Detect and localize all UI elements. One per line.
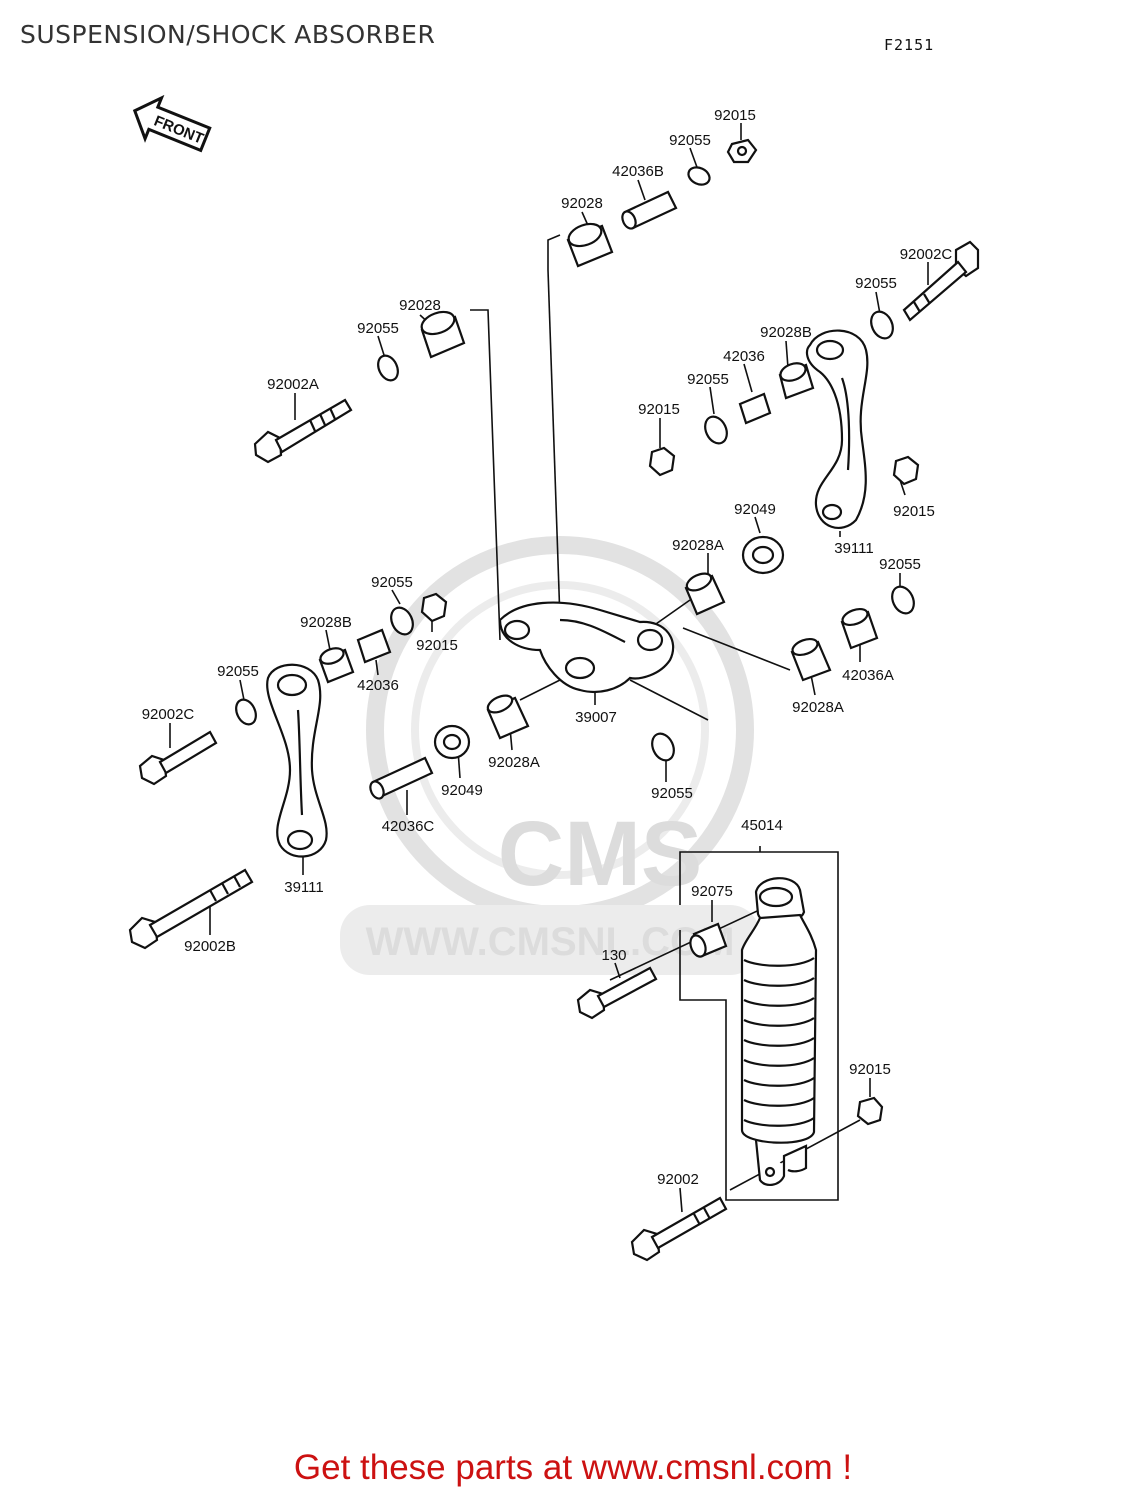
link-39111-left xyxy=(266,663,328,858)
bolt-92002 xyxy=(630,1196,728,1262)
part-label: 92015 xyxy=(849,1061,891,1078)
part-label: 92055 xyxy=(669,132,711,149)
part-label: 92028A xyxy=(792,699,844,716)
link-39111-right xyxy=(805,329,869,529)
part-label: 92002 xyxy=(657,1171,699,1188)
part-label: 92015 xyxy=(714,107,756,124)
part-label: 92002B xyxy=(184,938,236,955)
part-label: 39007 xyxy=(575,709,617,726)
watermark-url: WWW.CMSNL.COM xyxy=(366,920,735,964)
page-title: SUSPENSION/SHOCK ABSORBER xyxy=(20,20,436,49)
part-label: 92055 xyxy=(879,556,921,573)
part-label: 92015 xyxy=(638,401,680,418)
nut-92015-left-mid xyxy=(420,592,448,623)
part-label: 45014 xyxy=(741,817,783,834)
bolt-92002C-right xyxy=(902,240,980,322)
bolt-130 xyxy=(576,966,658,1020)
part-label: 92055 xyxy=(651,785,693,802)
part-label: 92028B xyxy=(760,324,812,341)
exploded-parts-diagram: CMS WWW.CMSNL.COM FRONT xyxy=(128,94,980,1262)
nut-92015-right-mid xyxy=(648,446,676,477)
figure-code: F2151 xyxy=(884,36,935,54)
part-label: 92028B xyxy=(300,614,352,631)
part-label: 92055 xyxy=(371,574,413,591)
part-label: 92028A xyxy=(672,537,724,554)
part-label: 92075 xyxy=(691,883,733,900)
nut-92015-shock xyxy=(856,1096,884,1126)
get-parts-link[interactable]: Get these parts at www.cmsnl.com ! xyxy=(293,1448,853,1487)
part-label: 92049 xyxy=(441,782,483,799)
leader-lines xyxy=(169,123,929,1213)
part-label: 92002C xyxy=(142,706,195,723)
part-label: 92049 xyxy=(734,501,776,518)
part-label: 42036B xyxy=(612,163,664,180)
part-label: 39111 xyxy=(834,540,874,557)
part-label: 130 xyxy=(601,947,626,964)
bolt-92002C-left xyxy=(138,730,218,786)
part-label: 92028 xyxy=(399,297,441,314)
part-label: 42036C xyxy=(382,818,435,835)
part-label: 92055 xyxy=(357,320,399,337)
part-label: 92055 xyxy=(855,275,897,292)
parts-drawings xyxy=(128,138,980,1262)
part-label: 92055 xyxy=(217,663,259,680)
part-label: 39111 xyxy=(284,879,324,896)
part-label: 42036 xyxy=(357,677,399,694)
bolt-92002A xyxy=(253,398,353,464)
part-labels: 92015 92055 42036B 92028 92002C 92055 92… xyxy=(142,107,953,1188)
part-label: 92015 xyxy=(893,503,935,520)
part-label: 42036A xyxy=(842,667,894,684)
shock-absorber-45014 xyxy=(740,877,818,1186)
part-label: 92002A xyxy=(267,376,319,393)
part-label: 92002C xyxy=(900,246,953,263)
bolt-92002B xyxy=(128,868,254,950)
watermark-logo: CMS xyxy=(498,803,702,905)
nut-92015-right-link xyxy=(892,455,920,486)
part-label: 42036 xyxy=(723,348,765,365)
part-label: 92055 xyxy=(687,371,729,388)
rocker-39007 xyxy=(498,601,675,694)
cms-watermark: CMS WWW.CMSNL.COM xyxy=(340,536,760,975)
part-label: 92015 xyxy=(416,637,458,654)
front-arrow: FRONT xyxy=(132,94,212,153)
part-label: 92028 xyxy=(561,195,603,212)
part-label: 92028A xyxy=(488,754,540,771)
